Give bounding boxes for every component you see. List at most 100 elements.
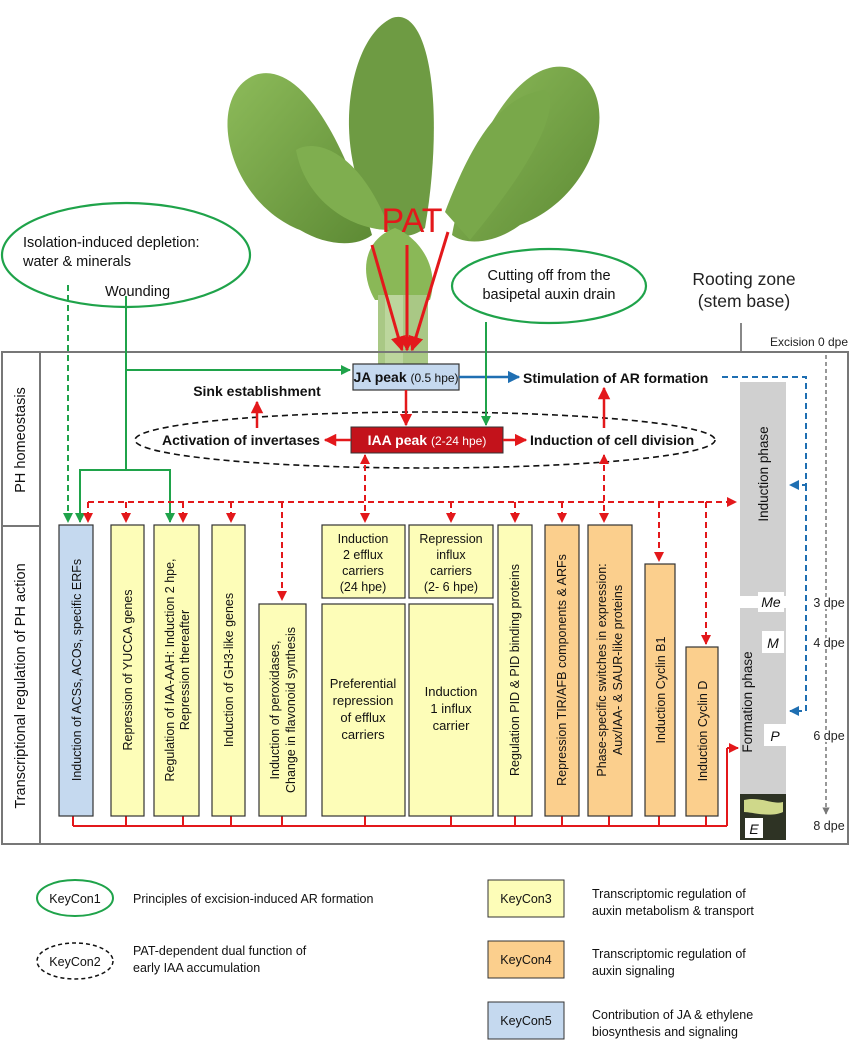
- iaa-peak-label: IAA peak: [368, 432, 428, 448]
- gene-label-acs: Induction of ACSs, ACOs, specific ERFs: [70, 559, 84, 781]
- influx-bottom-3: carrier: [433, 718, 471, 733]
- legend-keycon2-key: KeyCon2: [49, 955, 100, 969]
- gene-box-iaa-aah: Regulation of IAA-AAH: Induction 2 hpe, …: [153, 524, 200, 817]
- bottom-connector: [72, 743, 739, 827]
- isolation-text-2: water & minerals: [22, 254, 131, 270]
- gene-box-peroxidases: Induction of peroxidases, Change in flav…: [258, 603, 307, 817]
- row-label-ph-homeostasis: PH homeostasis: [13, 387, 29, 493]
- gene-box-cyclin-d: Induction Cyclin D: [685, 646, 719, 817]
- gene-box-tir-afb: Repression TIR/AFB components & ARFs: [544, 524, 580, 817]
- legend-keycon3-key: KeyCon3: [500, 892, 551, 906]
- gene-box-phase-switches: Phase-specific switches in expression: A…: [587, 524, 633, 817]
- legend-keycon2-text-1: PAT-dependent dual function of: [133, 944, 307, 958]
- gene-box-cyclin-b1: Induction Cyclin B1: [644, 563, 676, 817]
- efflux-top-1: Induction: [338, 532, 389, 546]
- gene-label-yucca: Repression of YUCCA genes: [121, 590, 135, 751]
- main-frame: [1, 351, 849, 845]
- legend-keycon3: KeyCon3 Transcriptomic regulation of aux…: [487, 879, 754, 918]
- gene-label-cyclin-b1: Induction Cyclin B1: [654, 636, 668, 743]
- efflux-top-2: 2 efflux: [343, 548, 384, 562]
- ja-peak-label: JA peak: [353, 369, 406, 385]
- timeline-8dpe: 8 dpe: [813, 819, 844, 833]
- carrier-box-influx-top: Repression influx carriers (2- 6 hpe): [408, 524, 494, 599]
- carrier-box-efflux-bottom: Preferential repression of efflux carrie…: [321, 603, 406, 817]
- ja-peak-time: (0.5 hpe): [411, 371, 459, 385]
- legend-keycon1-key: KeyCon1: [49, 892, 100, 906]
- sink-label: Sink establishment: [193, 383, 321, 399]
- excision-label: Excision 0 dpe: [770, 335, 848, 349]
- phase-m: M: [767, 635, 779, 651]
- formation-phase-label: Formation phase: [740, 651, 755, 752]
- svg-text:JA peak (0.5 hpe): JA peak (0.5 hpe): [353, 369, 458, 385]
- gene-label-phase-switches-1: Phase-specific switches in expression:: [595, 563, 609, 776]
- timeline-3dpe: 3 dpe: [813, 596, 844, 610]
- wounding-text: Wounding: [105, 284, 170, 300]
- gene-label-pid: Regulation PID & PID binding proteins: [508, 564, 522, 776]
- legend-keycon5-text-1: Contribution of JA & ethylene: [592, 1008, 753, 1022]
- legend-keycon3-text-1: Transcriptomic regulation of: [592, 887, 746, 901]
- cutting-text-2: basipetal auxin drain: [482, 287, 615, 303]
- induction-phase-label: Induction phase: [756, 426, 771, 521]
- legend-keycon1: KeyCon1 Principles of excision-induced A…: [36, 879, 373, 917]
- influx-top-4: (2- 6 hpe): [424, 580, 478, 594]
- pat-arrows: [370, 231, 450, 352]
- iaa-peak-box: IAA peak (2-24 hpe): [350, 426, 504, 454]
- rooting-zone-label: Rooting zone: [692, 269, 795, 289]
- gene-box-acs: Induction of ACSs, ACOs, specific ERFs: [58, 524, 94, 817]
- efflux-top-4: (24 hpe): [340, 580, 387, 594]
- isolation-text-1: Isolation-induced depletion:: [23, 235, 200, 251]
- gene-box-pid: Regulation PID & PID binding proteins: [497, 524, 533, 817]
- cell-division-label: Induction of cell division: [530, 432, 694, 448]
- phase-column: [740, 382, 786, 840]
- svg-text:IAA peak (2-24 hpe): IAA peak (2-24 hpe): [368, 432, 487, 448]
- influx-bottom-1: Induction: [425, 684, 478, 699]
- legend-keycon2: KeyCon2 PAT-dependent dual function of e…: [36, 942, 307, 980]
- legend-keycon4-text-1: Transcriptomic regulation of: [592, 947, 746, 961]
- gene-box-gh3: Induction of GH3-like genes: [211, 524, 246, 817]
- gene-label-peroxidases-1: Induction of peroxidases,: [268, 641, 282, 780]
- distribution-network: [83, 454, 737, 645]
- homeostasis-arrows: [63, 285, 807, 716]
- keycon2-ellipse: [134, 411, 716, 469]
- rooting-zone-sub: (stem base): [698, 291, 790, 311]
- efflux-bottom-1: Preferential: [330, 676, 397, 691]
- legend-keycon4-text-2: auxin signaling: [592, 964, 675, 978]
- gene-label-cyclin-d: Induction Cyclin D: [696, 681, 710, 782]
- iaa-peak-time: (2-24 hpe): [431, 434, 486, 448]
- carrier-box-efflux-top: Induction 2 efflux carriers (24 hpe): [321, 524, 406, 599]
- efflux-bottom-4: carriers: [341, 727, 385, 742]
- cutting-text-1: Cutting off from the: [487, 268, 610, 284]
- legend-keycon5: KeyCon5 Contribution of JA & ethylene bi…: [487, 1001, 753, 1040]
- legend-keycon4: KeyCon4 Transcriptomic regulation of aux…: [487, 940, 746, 979]
- carrier-box-influx-bottom: Induction 1 influx carrier: [408, 603, 494, 817]
- gene-box-yucca: Repression of YUCCA genes: [110, 524, 145, 817]
- row-label-transcriptional: Transcriptional regulation of PH action: [13, 563, 29, 808]
- gene-label-gh3: Induction of GH3-like genes: [222, 593, 236, 747]
- invertases-label: Activation of invertases: [162, 432, 320, 448]
- influx-top-1: Repression: [419, 532, 482, 546]
- isolation-ellipse: Isolation-induced depletion: water & min…: [0, 201, 252, 309]
- legend-keycon1-text: Principles of excision-induced AR format…: [133, 892, 373, 906]
- gene-label-peroxidases-2: Change in flavonoid synthesis: [284, 627, 298, 793]
- influx-top-2: influx: [436, 548, 466, 562]
- cutting-ellipse: Cutting off from the basipetal auxin dra…: [450, 247, 648, 325]
- influx-bottom-2: 1 influx: [430, 701, 472, 716]
- gene-label-iaa-aah-2: Repression thereafter: [178, 610, 192, 730]
- gene-label-phase-switches-2: Aux/IAA- & SAUR-like proteins: [611, 585, 625, 755]
- phase-e: E: [749, 821, 759, 837]
- stimulation-label: Stimulation of AR formation: [523, 370, 708, 386]
- legend-keycon3-text-2: auxin metabolism & transport: [592, 904, 754, 918]
- timeline-6dpe: 6 dpe: [813, 729, 844, 743]
- legend-keycon2-text-2: early IAA accumulation: [133, 961, 260, 975]
- legend-keycon4-key: KeyCon4: [500, 953, 551, 967]
- influx-top-3: carriers: [430, 564, 472, 578]
- legend: KeyCon1 Principles of excision-induced A…: [36, 879, 754, 1040]
- legend-keycon5-key: KeyCon5: [500, 1014, 551, 1028]
- legend-keycon5-text-2: biosynthesis and signaling: [592, 1025, 738, 1039]
- phase-me: Me: [761, 594, 781, 610]
- phase-p: P: [770, 728, 780, 744]
- efflux-bottom-3: of efflux: [340, 710, 386, 725]
- efflux-bottom-2: repression: [333, 693, 394, 708]
- gene-label-tir-afb: Repression TIR/AFB components & ARFs: [555, 554, 569, 786]
